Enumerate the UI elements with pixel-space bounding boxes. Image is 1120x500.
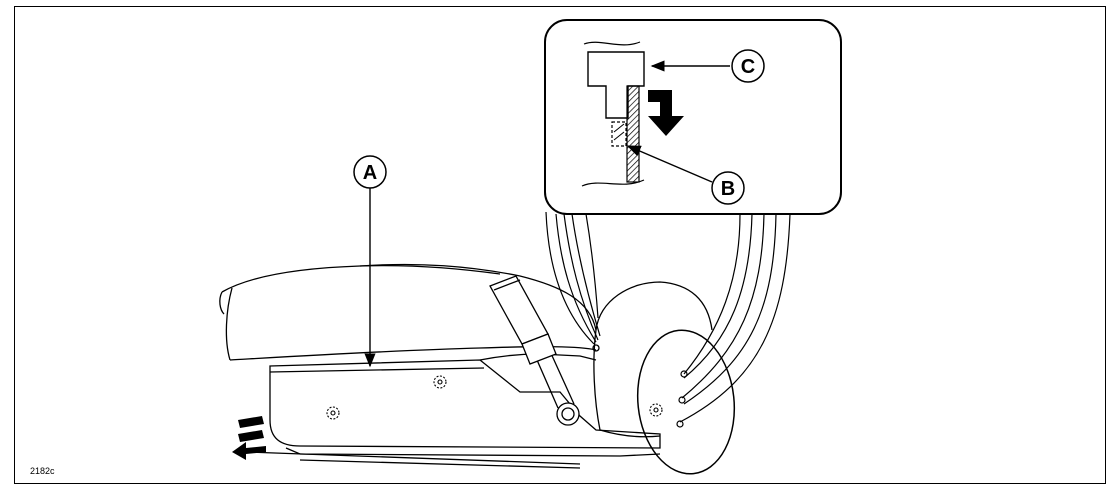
slide-motion-arrows-icon (232, 416, 266, 460)
detail-zone (636, 329, 736, 475)
callout-c-label: C (741, 56, 755, 78)
push-down-arrow-icon (648, 90, 684, 136)
hatched-rail (626, 85, 640, 183)
figure-code: 2182c (30, 466, 55, 476)
callout-b-label: B (721, 178, 735, 200)
callout-c: C (731, 49, 765, 83)
callout-a: A (353, 155, 387, 189)
seat-back-pivot (592, 281, 713, 438)
adjust-lever (489, 275, 580, 426)
zoom-inset (544, 19, 842, 215)
seat-rail (247, 353, 661, 469)
callout-a-label: A (363, 162, 377, 184)
callout-b: B (711, 171, 745, 205)
zoom-connector-lines (545, 211, 791, 423)
seat-cushion (219, 263, 597, 361)
diagram-frame (14, 6, 1106, 484)
pin-b-shape (611, 121, 627, 147)
rail-bolts (326, 375, 663, 420)
